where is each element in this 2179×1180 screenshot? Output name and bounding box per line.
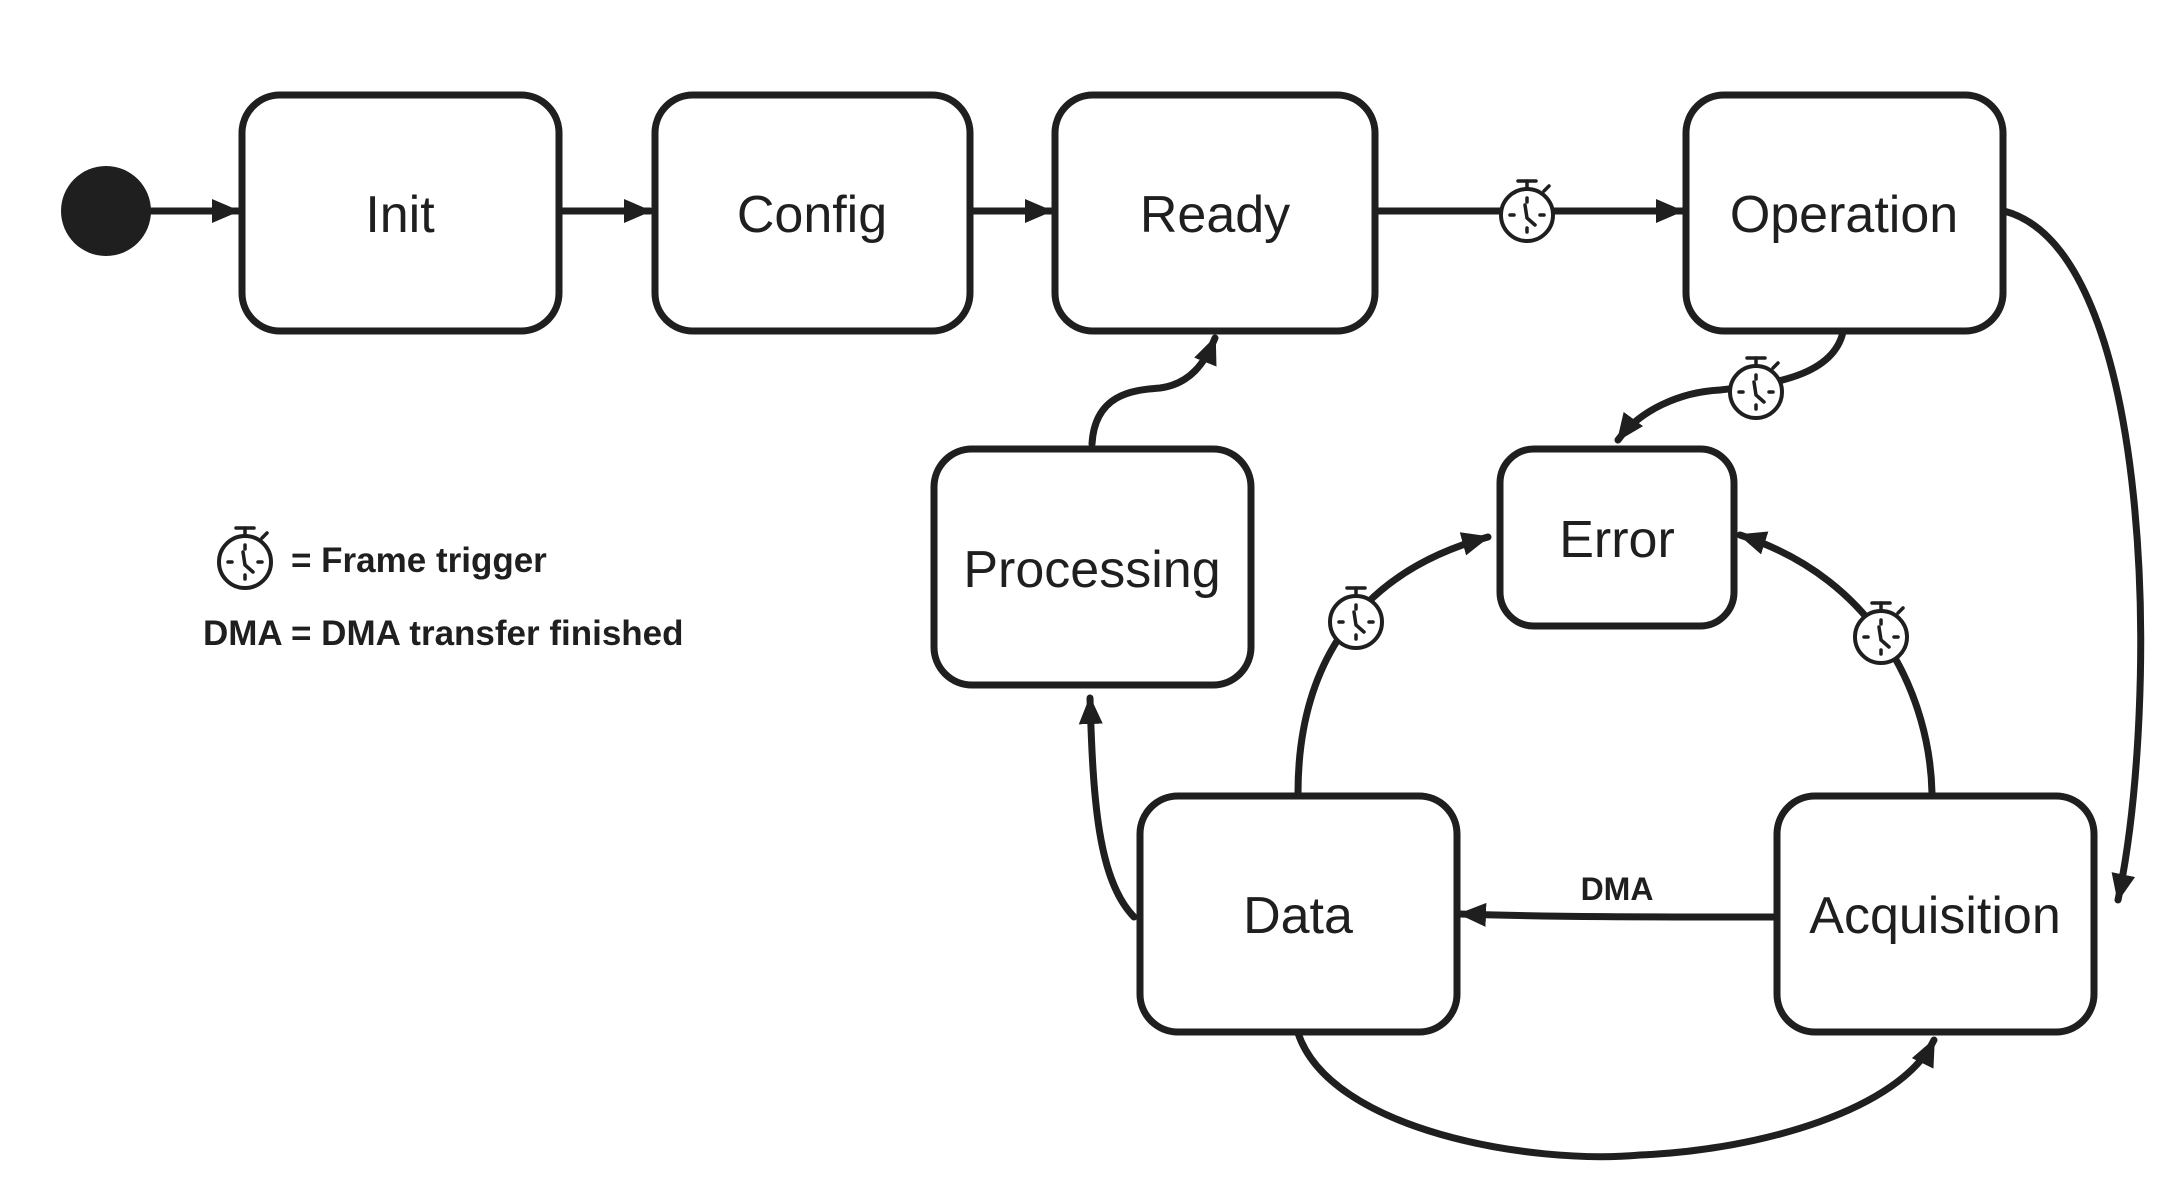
state-acquisition-label: Acquisition xyxy=(1809,887,2060,945)
frame-trigger-icon-ready-operation xyxy=(1499,179,1555,243)
frame-trigger-icon-data-error xyxy=(1328,586,1384,650)
edge-acquisition-to-data xyxy=(1456,902,1779,927)
state-data-label: Data xyxy=(1243,887,1353,945)
edge-acquisition-to-error xyxy=(1736,531,1936,797)
state-data: Data xyxy=(1136,792,1461,1036)
legend-dma-text: = DMA transfer finished xyxy=(291,614,684,653)
edge-operation-to-error xyxy=(1614,328,1847,444)
edge-operation-to-acquisition xyxy=(2000,207,2145,904)
edge-processing-to-ready xyxy=(1088,334,1219,448)
state-init-label: Init xyxy=(365,186,435,244)
initial-state-dot xyxy=(61,166,151,256)
state-error: Error xyxy=(1496,445,1738,630)
legend-dma-symbol: DMA xyxy=(203,614,283,653)
edge-data-to-error xyxy=(1294,532,1492,797)
transitions xyxy=(146,199,2145,1161)
state-config-label: Config xyxy=(737,186,887,244)
state-processing-label: Processing xyxy=(963,541,1220,599)
state-operation-label: Operation xyxy=(1730,186,1958,244)
state-acquisition: Acquisition xyxy=(1773,792,2098,1036)
edge-label-dma: DMA xyxy=(1581,871,1654,907)
frame-trigger-icon-operation-error xyxy=(1728,356,1784,420)
state-operation: Operation xyxy=(1682,91,2007,335)
edge-data-to-acquisition xyxy=(1294,1029,1938,1161)
state-ready-label: Ready xyxy=(1140,186,1290,244)
edge-data-to-processing xyxy=(1078,694,1138,921)
state-ready: Ready xyxy=(1051,91,1379,335)
state-error-label: Error xyxy=(1559,511,1675,569)
legend: = Frame trigger DMA = DMA transfer finis… xyxy=(203,526,684,653)
state-processing: Processing xyxy=(930,445,1255,689)
state-config: Config xyxy=(651,91,974,335)
state-init: Init xyxy=(238,91,563,335)
legend-frame-trigger-icon xyxy=(217,526,273,590)
legend-frame-trigger-text: = Frame trigger xyxy=(291,541,547,580)
